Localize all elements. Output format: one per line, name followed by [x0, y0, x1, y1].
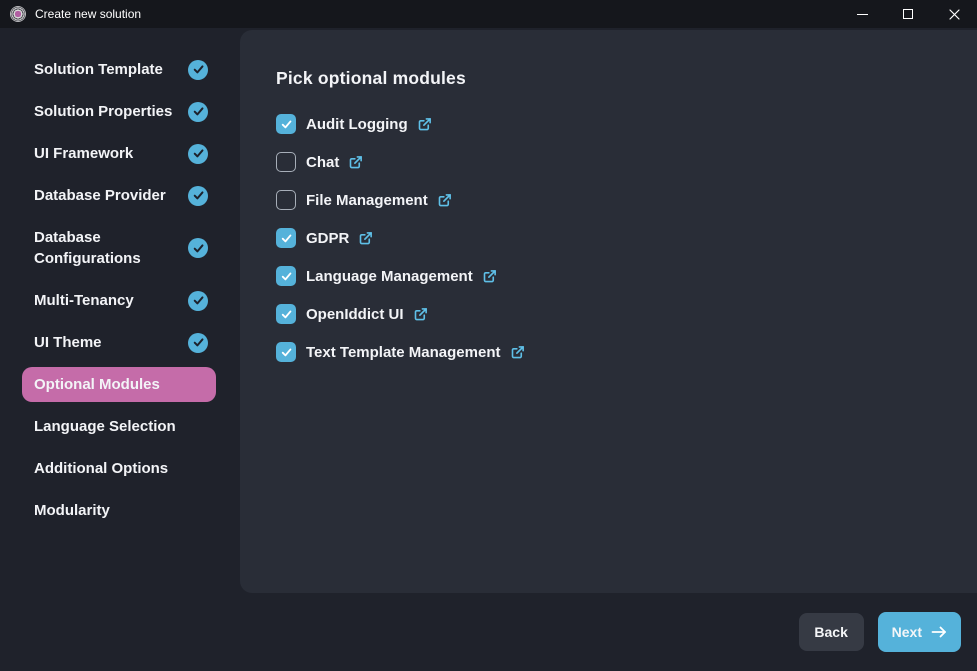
- module-row-text-template-management: Text Template Management: [276, 341, 941, 363]
- module-label: File Management: [306, 191, 428, 209]
- module-row-chat: Chat: [276, 151, 941, 173]
- sidebar-item-label: Database Configurations: [34, 229, 141, 267]
- module-label: Chat: [306, 153, 340, 171]
- sidebar-item-label: Solution Template: [34, 61, 163, 78]
- close-button[interactable]: [931, 0, 977, 28]
- checkmark-icon: [281, 348, 291, 356]
- external-link-icon[interactable]: [510, 345, 525, 360]
- module-label: GDPR: [306, 229, 350, 247]
- module-checkbox-chat[interactable]: [276, 152, 296, 172]
- back-button[interactable]: Back: [798, 613, 864, 651]
- sidebar-item-additional-options[interactable]: Additional Options: [22, 451, 216, 486]
- module-checkbox-audit-logging[interactable]: [276, 114, 296, 134]
- module-checkbox-text-template-management[interactable]: [276, 342, 296, 362]
- sidebar-item-database-configurations[interactable]: Database Configurations: [22, 220, 216, 276]
- module-checkbox-gdpr[interactable]: [276, 228, 296, 248]
- external-link-icon[interactable]: [358, 231, 373, 246]
- external-link-icon[interactable]: [348, 155, 363, 170]
- module-row-language-management: Language Management: [276, 265, 941, 287]
- next-button-label: Next: [891, 624, 922, 640]
- minimize-button[interactable]: [839, 0, 885, 28]
- module-label: Language Management: [306, 267, 473, 285]
- sidebar-item-label: Language Selection: [34, 418, 176, 435]
- checkmark-icon: [281, 310, 291, 318]
- sidebar-item-language-selection[interactable]: Language Selection: [22, 409, 216, 444]
- sidebar-item-solution-template[interactable]: Solution Template: [22, 52, 216, 87]
- titlebar: Create new solution: [0, 0, 977, 28]
- external-link-icon[interactable]: [413, 307, 428, 322]
- sidebar-item-database-provider[interactable]: Database Provider: [22, 178, 216, 213]
- sidebar-item-ui-framework[interactable]: UI Framework: [22, 136, 216, 171]
- sidebar-item-label: UI Framework: [34, 145, 134, 162]
- sidebar-item-label: Optional Modules: [34, 376, 160, 393]
- step-completed-check-icon: [188, 290, 208, 311]
- module-row-file-management: File Management: [276, 189, 941, 211]
- sidebar-item-label: UI Theme: [34, 334, 102, 351]
- sidebar-item-ui-theme[interactable]: UI Theme: [22, 325, 216, 360]
- checkmark-icon: [281, 120, 291, 128]
- step-completed-check-icon: [188, 143, 208, 164]
- step-completed-check-icon: [188, 238, 208, 258]
- module-checkbox-openiddict-ui[interactable]: [276, 304, 296, 324]
- module-checkbox-language-management[interactable]: [276, 266, 296, 286]
- external-link-icon[interactable]: [482, 269, 497, 284]
- main-panel: Pick optional modules Audit Logging Chat: [240, 30, 977, 593]
- sidebar-item-label: Database Provider: [34, 187, 166, 204]
- sidebar-item-optional-modules[interactable]: Optional Modules: [22, 367, 216, 402]
- external-link-icon[interactable]: [417, 117, 432, 132]
- module-row-gdpr: GDPR: [276, 227, 941, 249]
- module-label: Audit Logging: [306, 115, 408, 133]
- maximize-icon: [903, 9, 913, 19]
- checkmark-icon: [281, 234, 291, 242]
- step-completed-check-icon: [188, 332, 208, 353]
- sidebar-item-label: Solution Properties: [34, 103, 173, 120]
- sidebar: Solution Template Solution Properties UI…: [0, 30, 240, 528]
- back-button-label: Back: [814, 624, 848, 640]
- page-title: Pick optional modules: [276, 68, 466, 88]
- minimize-icon: [856, 13, 868, 15]
- sidebar-item-label: Additional Options: [34, 460, 169, 477]
- sidebar-item-multi-tenancy[interactable]: Multi-Tenancy: [22, 283, 216, 318]
- window-title: Create new solution: [35, 7, 142, 21]
- module-row-audit-logging: Audit Logging: [276, 113, 941, 135]
- maximize-button[interactable]: [885, 0, 931, 28]
- arrow-right-icon: [931, 626, 946, 638]
- checkmark-icon: [281, 272, 291, 280]
- module-row-openiddict-ui: OpenIddict UI: [276, 303, 941, 325]
- module-label: Text Template Management: [306, 343, 501, 361]
- module-list: Audit Logging Chat File Management: [276, 113, 941, 363]
- step-completed-check-icon: [188, 59, 208, 80]
- app-logo-icon: [10, 6, 26, 22]
- close-icon: [948, 8, 960, 20]
- sidebar-item-label: Modularity: [34, 502, 110, 519]
- external-link-icon[interactable]: [437, 193, 452, 208]
- app-body: Solution Template Solution Properties UI…: [0, 30, 977, 671]
- footer: Back Next: [0, 593, 977, 652]
- next-button[interactable]: Next: [877, 612, 961, 652]
- sidebar-item-label: Multi-Tenancy: [34, 292, 134, 309]
- step-completed-check-icon: [188, 185, 208, 206]
- step-completed-check-icon: [188, 101, 208, 122]
- module-checkbox-file-management[interactable]: [276, 190, 296, 210]
- sidebar-item-modularity[interactable]: Modularity: [22, 493, 216, 528]
- window-controls: [839, 0, 977, 28]
- module-label: OpenIddict UI: [306, 305, 404, 323]
- sidebar-item-solution-properties[interactable]: Solution Properties: [22, 94, 216, 129]
